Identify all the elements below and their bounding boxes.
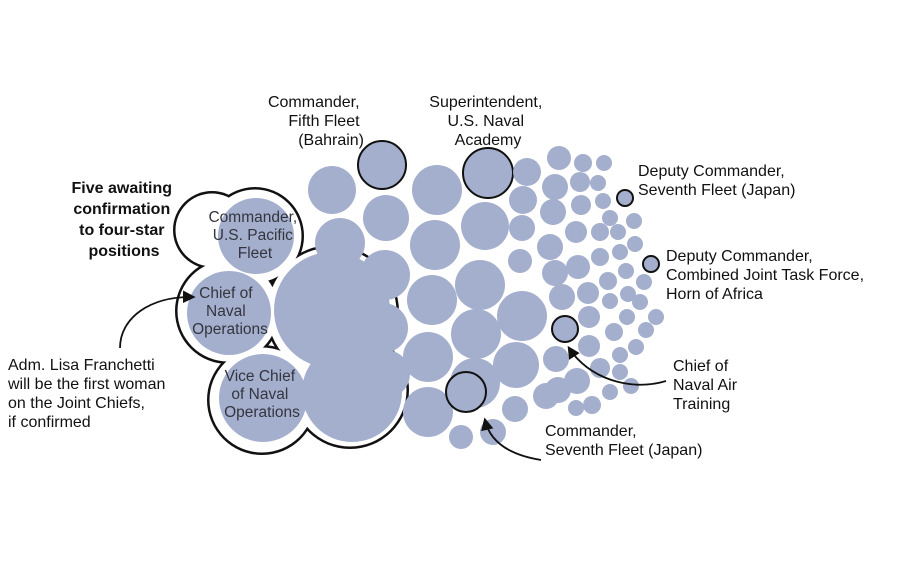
highlighted-position-bubble: [616, 189, 634, 207]
position-bubble: [626, 213, 642, 229]
position-bubble: [362, 350, 410, 398]
pacific-fleet-commander-label: Commander, U.S. Pacific Fleet: [208, 209, 301, 262]
position-bubble: [648, 309, 664, 325]
position-bubble: [187, 271, 271, 355]
position-bubble: [605, 323, 623, 341]
position-bubble: [591, 223, 609, 241]
position-bubble: [493, 342, 539, 388]
naval-air-training-arrow: [567, 345, 667, 386]
position-bubble: [360, 250, 410, 300]
position-bubble: [537, 234, 563, 260]
seventh-fleet-arrow: [481, 417, 542, 461]
position-bubble: [480, 419, 506, 445]
position-bubble: [412, 165, 462, 215]
position-bubble: [623, 378, 639, 394]
position-bubble: [407, 275, 457, 325]
position-bubble: [566, 255, 590, 279]
position-bubble: [449, 425, 473, 449]
position-bubble: [509, 215, 535, 241]
position-bubble: [543, 346, 569, 372]
position-bubble: [219, 354, 307, 442]
position-bubble: [403, 387, 453, 437]
position-bubble: [508, 249, 532, 273]
franchetti-arrow: [119, 290, 196, 349]
position-bubble: [612, 347, 628, 363]
position-bubble: [451, 309, 501, 359]
position-bubble: [595, 193, 611, 209]
position-bubble: [627, 236, 643, 252]
position-bubble: [619, 309, 635, 325]
position-bubble: [497, 291, 547, 341]
position-bubble: [602, 293, 618, 309]
fifth-fleet-label: Commander, Fifth Fleet (Bahrain): [268, 94, 364, 149]
position-bubble: [547, 146, 571, 170]
position-bubble: [612, 244, 628, 260]
position-bubble: [509, 186, 537, 214]
deputy-seventh-fleet-label: Deputy Commander, Seventh Fleet (Japan): [638, 163, 795, 199]
position-bubble: [620, 286, 636, 302]
position-bubble: [549, 284, 575, 310]
deputy-cjtf-horn-of-africa-label: Deputy Commander, Combined Joint Task Fo…: [666, 248, 868, 303]
position-bubble: [565, 221, 587, 243]
position-bubble: [461, 202, 509, 250]
position-bubble: [542, 174, 568, 200]
position-bubble: [571, 195, 591, 215]
position-bubble: [455, 260, 505, 310]
position-bubble: [540, 199, 566, 225]
position-bubble: [308, 166, 356, 214]
highlighted-position-bubble: [357, 140, 407, 190]
highlighted-position-bubble: [642, 255, 660, 273]
position-bubble: [596, 155, 612, 171]
position-bubble: [578, 306, 600, 328]
seventh-fleet-commander-label: Commander, Seventh Fleet (Japan): [545, 423, 702, 459]
position-bubble: [591, 248, 609, 266]
position-bubble: [583, 396, 601, 414]
vice-chief-of-naval-operations-label: Vice Chief of Naval Operations: [224, 368, 300, 421]
position-bubble: [602, 210, 618, 226]
position-bubble: [577, 282, 599, 304]
naval-academy-label: Superintendent, U.S. Naval Academy: [429, 94, 546, 149]
position-bubbles: [187, 140, 664, 449]
position-bubble: [574, 154, 592, 172]
position-bubble: [636, 274, 652, 290]
position-bubble: [632, 294, 648, 310]
position-bubble: [403, 332, 453, 382]
position-bubble: [568, 400, 584, 416]
group-heading: Five awaiting confirmation to four-star …: [72, 180, 177, 260]
position-bubble: [545, 377, 571, 403]
highlighted-position-bubble: [551, 315, 579, 343]
position-bubble: [410, 220, 460, 270]
position-bubble: [602, 384, 618, 400]
naval-air-training-label: Chief of Naval Air Training: [673, 358, 741, 413]
position-bubble: [358, 303, 408, 353]
position-bubble: [610, 224, 626, 240]
position-bubble: [618, 263, 634, 279]
highlighted-position-bubble: [462, 147, 514, 199]
position-bubble: [542, 260, 568, 286]
position-bubble: [218, 198, 294, 274]
position-bubble: [315, 218, 365, 268]
franchetti-note: Adm. Lisa Franchetti will be the first w…: [7, 357, 170, 431]
position-bubble: [502, 396, 528, 422]
position-bubble: [570, 172, 590, 192]
position-bubble: [612, 364, 628, 380]
position-bubble: [638, 322, 654, 338]
position-bubble: [628, 339, 644, 355]
chief-of-naval-operations-label: Chief of Naval Operations: [192, 285, 268, 338]
position-bubble: [513, 158, 541, 186]
leader-arrows: [119, 290, 667, 461]
position-bubble: [363, 195, 409, 241]
position-bubble: [590, 175, 606, 191]
highlighted-position-bubble: [445, 371, 487, 413]
position-bubble: [578, 335, 600, 357]
position-bubble: [599, 272, 617, 290]
